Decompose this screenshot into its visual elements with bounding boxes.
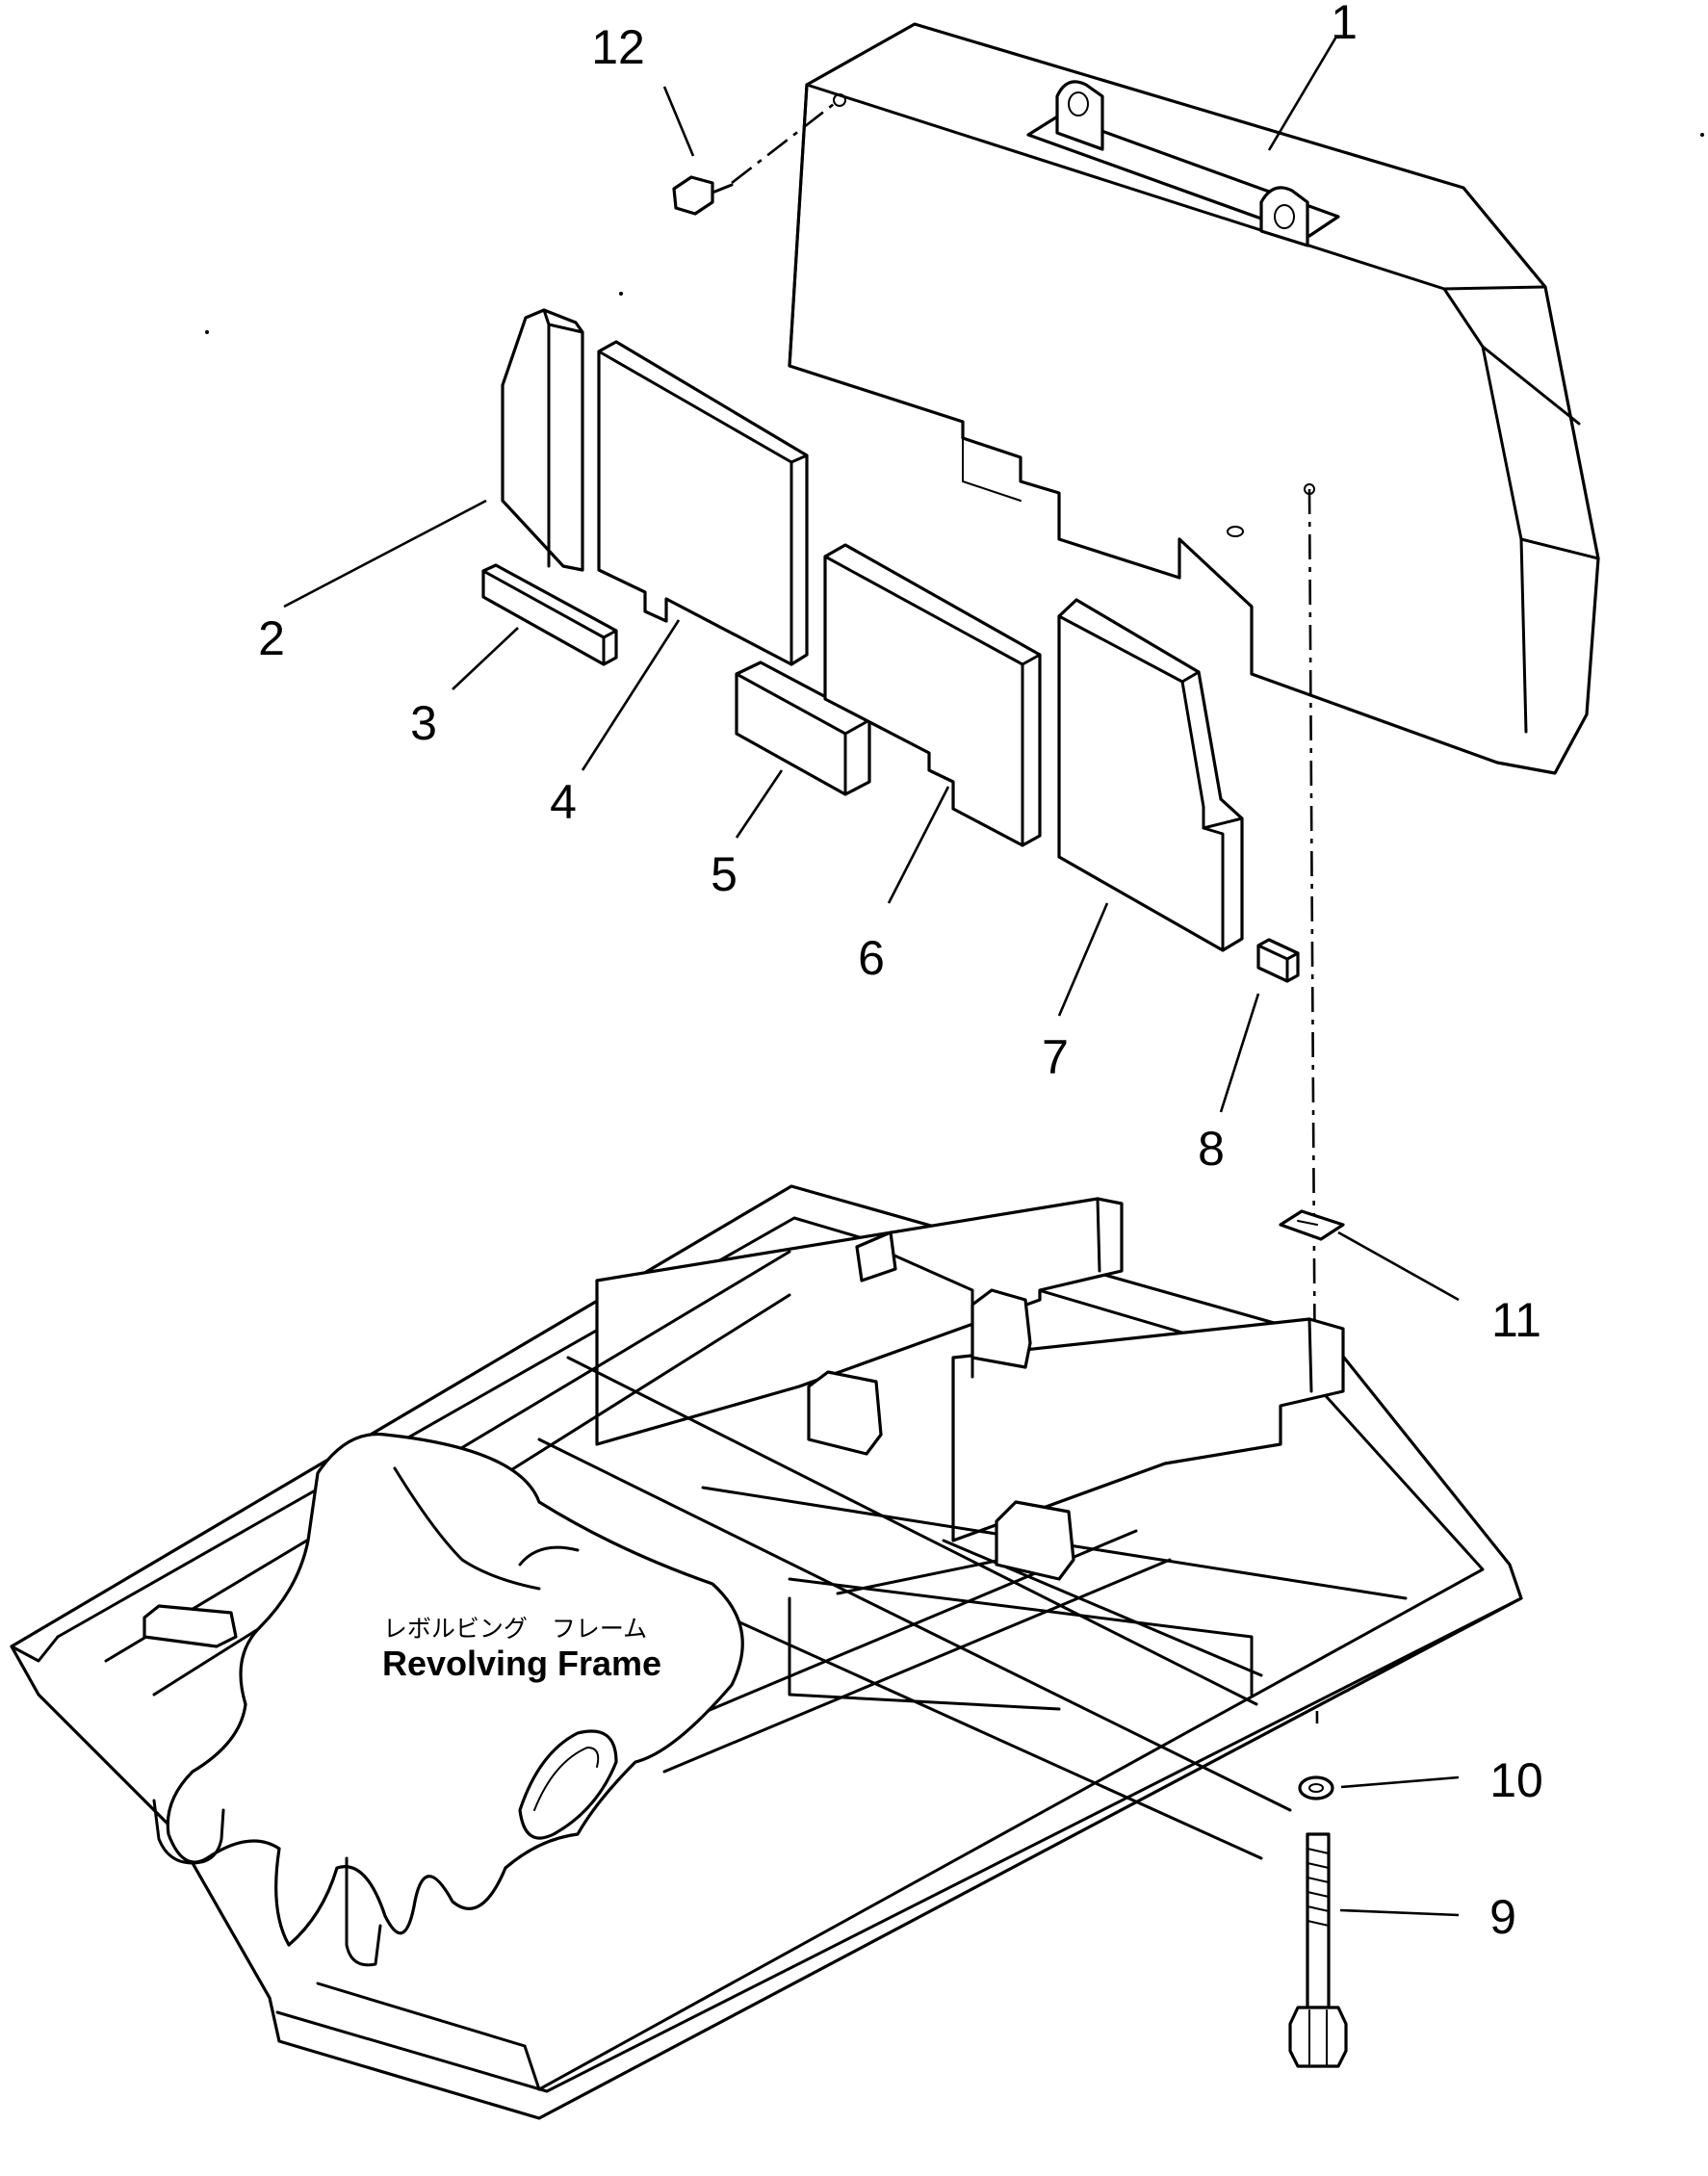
small-block-8 bbox=[1256, 938, 1300, 983]
revolving-frame bbox=[10, 1184, 1523, 2120]
callout-7: 7 bbox=[1042, 1030, 1069, 1084]
callout-8: 8 bbox=[1198, 1122, 1225, 1176]
callout-5: 5 bbox=[711, 847, 738, 901]
shim-plate-4 bbox=[597, 340, 809, 666]
callout-4: 4 bbox=[550, 775, 577, 829]
spacer-bar-3 bbox=[481, 563, 618, 666]
shim-plate-7 bbox=[1057, 598, 1244, 952]
counterweight bbox=[788, 22, 1600, 775]
plug bbox=[672, 102, 835, 216]
callout-3: 3 bbox=[410, 696, 437, 750]
frame-label-en: Revolving Frame bbox=[382, 1644, 661, 1683]
spacer-plate-2 bbox=[501, 308, 584, 572]
callout-9: 9 bbox=[1489, 1890, 1516, 1944]
callout-10: 10 bbox=[1489, 1753, 1543, 1807]
callout-2: 2 bbox=[258, 611, 285, 665]
block-5 bbox=[735, 661, 871, 796]
shim-plate-6 bbox=[823, 543, 1042, 847]
callout-1: 1 bbox=[1331, 0, 1358, 49]
bolt-9 bbox=[1288, 1832, 1348, 2068]
leader-lines bbox=[283, 36, 1460, 1917]
frame-label-jp: レボルビング フレーム bbox=[383, 1615, 647, 1643]
callout-11: 11 bbox=[1491, 1293, 1541, 1347]
callout-6: 6 bbox=[858, 931, 885, 985]
shim-11 bbox=[1279, 1209, 1345, 1241]
callout-12: 12 bbox=[591, 20, 645, 74]
washer-10 bbox=[1298, 1775, 1334, 1800]
